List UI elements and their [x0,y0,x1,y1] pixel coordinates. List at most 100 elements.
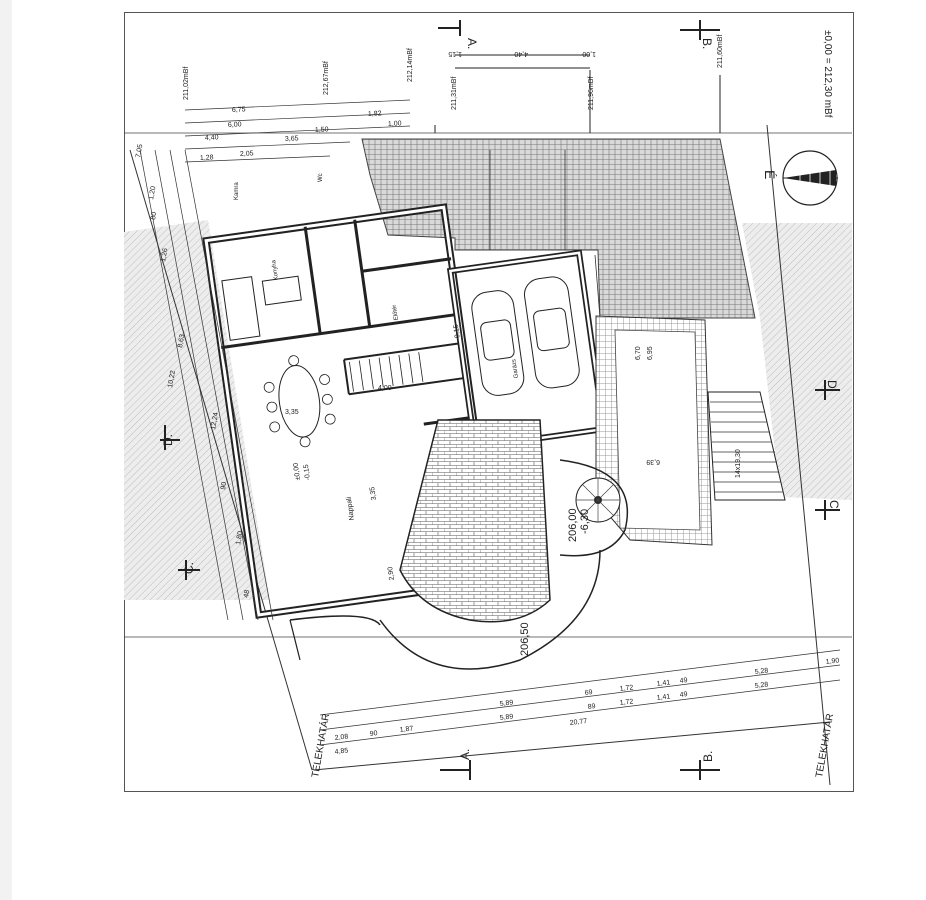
dim-bottom-r1-4: 1,41 [656,679,670,688]
room-label-entry: Előtér [392,304,400,320]
level-top-mid: 211,96mBf [588,77,595,110]
dim-int-6: 3,35 [369,486,378,501]
roof-ridge [594,254,601,319]
section-label-d-right: D. [825,380,839,392]
section-label-c-right: C. [827,500,841,512]
dim-int-8: ±0,00 [293,462,302,480]
dim-bottom-r1-1: 5,89 [499,699,513,708]
dim-bottom-r2-2: 90 [369,730,378,738]
dim-int-4: 6,95 [647,346,654,360]
arc-level-2: 206,00 [567,508,579,542]
plot-boundary [766,124,831,786]
level-top-left3: 212,14mBf [407,48,414,82]
dim-top-12: 1,28 [200,154,214,162]
dim-left-8: 90 [220,481,228,490]
stair-ring [559,459,629,557]
arc-level-1: 206,50 [519,622,531,656]
garden-arc-outer [289,615,381,626]
plot-boundary [129,149,313,771]
dim-top-9: 1,00 [388,120,402,128]
dim-int-5: 6,39 [646,458,660,465]
boundary-label-right: TELEKHATÁR [812,712,836,778]
dim-bottom-r1-7: 1,90 [825,657,839,666]
dim-left-3: 80 [150,211,158,220]
dim-top-8: 1,82 [368,110,382,118]
room-label-pantry: Kamra [234,182,240,200]
dim-top-1: 1,15 [448,50,462,57]
dim-bottom-r2-5: 89 [587,703,596,711]
level-top-left2: 212,67mBf [323,61,330,95]
exterior-stairs [707,391,786,501]
level-top-right: 211,60mBf [717,35,724,68]
dim-left-10: 48 [243,589,251,598]
dim-bottom-r2-9: 5,28 [754,681,768,690]
north-label: É [762,170,778,179]
dim-int-9: -0,15 [303,464,312,481]
section-markers [160,20,840,780]
dim-bottom-r2-4: 5,89 [499,713,513,722]
dim-left-6: 10,22 [167,370,177,389]
garage [446,249,608,451]
stairs-label: 14x19,30 [735,449,742,478]
dim-int-1: 3,35 [285,409,299,416]
arc-level-3: -6,30 [579,509,591,534]
page-edge [0,0,12,900]
dim-left-7: 12,24 [210,412,220,431]
plot-boundary [313,721,831,771]
section-label-d-left: D. [161,434,175,446]
dim-bottom-r2-3: 1,87 [399,725,413,734]
dimension-lines-top [184,99,411,163]
room-label-wc: Wc [318,173,324,182]
section-label-b-bottom: B. [701,751,715,762]
roof-tiles [361,138,756,319]
elevation-reference: ±0,00 = 212,30 mBf [822,30,833,118]
garden-arc [379,549,601,670]
dim-bottom-r2-8: 49 [679,691,688,699]
dim-left-9: 1,80 [235,531,244,546]
dim-bottom-r3-1: 4,85 [334,747,348,756]
dim-bottom-r1-3: 1,72 [619,684,633,693]
dim-left-5: 8,63 [177,334,186,349]
dim-top-2: 4,40 [514,50,528,57]
dim-left-4: 1,26 [160,248,169,263]
dim-bottom-r2-1: 2,08 [334,733,348,742]
level-top-left: 211,31mBf [451,77,458,110]
dim-bottom-r2-6: 1,72 [619,698,633,707]
dim-top-4: 6,75 [232,106,246,114]
dim-int-7: 2,90 [387,566,396,581]
dim-top-3: 1,00 [582,50,596,57]
dim-bottom-r2-7: 1,41 [656,693,670,702]
dim-int-3: 6,70 [635,346,642,360]
car [471,276,580,396]
dim-bottom-r1-5: 49 [679,677,688,685]
section-label-a-top: A. [465,38,479,49]
dim-int-10: -0,15 [453,324,462,341]
dim-top-6: 4,40 [205,134,219,142]
dim-bottom-r3-2: 20,77 [569,718,587,727]
dim-top-10: 2,05 [240,150,254,158]
dim-top-5: 6,00 [228,121,242,129]
room-label-kitchen: Konyha [271,259,280,281]
room-label-garage: Garázs [511,359,520,379]
north-arrow-icon [782,150,838,206]
dim-int-2: 4,00 [378,385,392,392]
dim-bottom-r1-6: 5,28 [754,667,768,676]
dim-top-7: 1,50 [315,126,329,134]
paved-terrace [399,419,551,623]
room-label-living: Nappali [346,496,356,521]
spiral-stair [575,477,621,523]
section-label-c-left: C. [182,562,196,574]
section-label-a-bottom: A. [458,749,472,760]
dimension-lines-left [139,149,274,621]
terrain-hatch-left [124,220,270,600]
level-marker-lines [434,54,721,133]
dim-left-1: 7,05 [135,144,144,159]
dimension-lines-bottom [319,649,841,746]
section-label-b-top: B. [700,38,714,49]
terrain-hatch-right [742,223,852,500]
dim-bottom-r1-2: 69 [584,689,593,697]
dim-top-11: 3,65 [285,135,299,143]
dim-left-2: 1,20 [148,186,157,201]
level-top-far-left: 211,02mBf [183,67,190,100]
